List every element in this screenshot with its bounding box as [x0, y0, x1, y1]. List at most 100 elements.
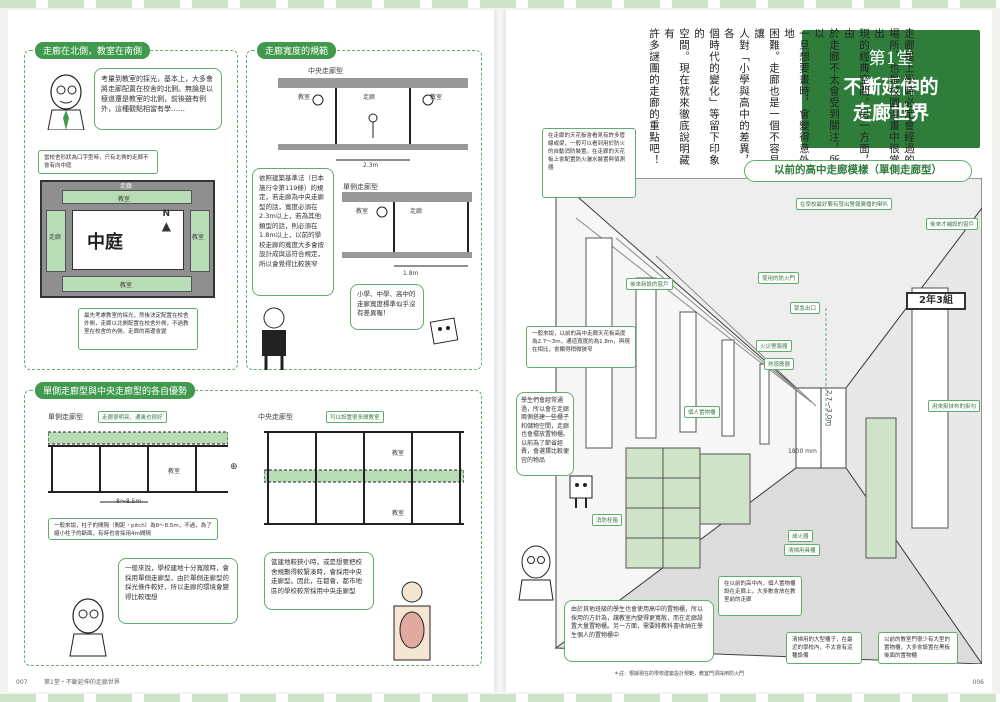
intro-line: 場所，也是校園漫畫中很常出 — [873, 28, 900, 166]
label-old-window: 後來新設的窗戶 — [626, 278, 673, 290]
label-fire-door: 使用的防火門 — [758, 272, 800, 284]
courtyard: 中庭 ▲ N — [72, 209, 184, 270]
note-past-lockers: 由於其他班級的學生也會使用高中的置物櫃，所以採用的方針為，讓教室內變得更寬敞，而… — [564, 600, 714, 662]
label-sensor: 火災警報器 — [756, 340, 792, 352]
note-building-law: 依照建築基準法（日本施行令第119條）的規定，若走廊為中央走廊型的話，寬度必須在… — [252, 168, 334, 296]
illustration-title: 以前的高中走廊模樣（單側走廊型） — [744, 160, 972, 182]
strip2-tag: 可以設置很多間教室 — [326, 411, 384, 423]
teacher-illustration — [47, 74, 85, 130]
page-number-left: 007 — [16, 679, 28, 686]
elev2-right-label: 走廊 — [410, 208, 423, 215]
elev2-left-label: 教室 — [356, 208, 369, 215]
north-mark: N — [162, 209, 170, 219]
strip1-width-label: 8～8.5m — [116, 498, 142, 505]
note-height: 一般來說，以前的高中走廊天花板高度為2.7～3m，通道寬度約為1.8m，與現在相… — [526, 326, 636, 368]
plan-classroom-label: 教室 — [118, 196, 131, 203]
west-rooms — [46, 210, 66, 272]
page-number-right: 006 — [972, 679, 984, 686]
elev2-width-label: 1.8m — [403, 270, 419, 277]
plan-room-right-label: 教室 — [192, 234, 205, 241]
label-heat-sensor: 熱感應器 — [764, 358, 795, 370]
intro-line: 於走廊不太會受到關注，所以 — [813, 28, 840, 166]
elev1-right-label: 教室 — [430, 94, 443, 101]
class-sign: 2年3組 — [906, 292, 966, 310]
strip2-title: 中央走廊型 — [258, 413, 293, 421]
chapter-title-line1: 不斷延伸的 — [843, 76, 939, 98]
label-cleaning-hook: 用來掛抹布的掛勾 — [928, 400, 981, 412]
chapter-number: 第1堂 — [868, 49, 914, 69]
single-corridor-section-drawing — [342, 192, 472, 267]
label-height-range: 2.7～3.0m — [825, 390, 833, 427]
central-corridor-plan-drawing — [264, 431, 464, 525]
left-page: 走廊在北側，教室在南側 考量到教室的採光，基本上，大多會將走廊配置在校舍的北側。… — [8, 10, 494, 692]
chapter-title: 不斷延伸的 走廊世界 — [802, 74, 980, 126]
label-extinguisher: 滅火器 — [788, 530, 813, 542]
strip1-tag: 走廊很明亮，通風也很好 — [98, 411, 167, 423]
note-bag-locker: 以前的教室門很少有大型的置物櫃，大多會設置在黑板後面的置物櫃 — [878, 632, 958, 664]
strip1-classroom-label: 教室 — [168, 468, 181, 475]
note-central-corridor: 當建地較狹小時，或是想要把校舍規劃得較緊湊時，會採用中央走廊型。因此，在都會，都… — [264, 552, 374, 610]
intro-line: 走廊是上學時必定會經過的 — [903, 28, 915, 166]
south-classrooms — [62, 276, 192, 292]
plan-room-bottom-label: 教室 — [120, 282, 133, 289]
elev1-middle-label: 走廊 — [363, 94, 376, 101]
single-corridor-plan-drawing — [48, 431, 228, 503]
strip2-classroom-bottom-label: 教室 — [392, 510, 405, 517]
note-column-pitch: 一般來說，柱子的間隔（間距・pitch）為8～8.5m，不過，為了縮小柱子的斷面… — [48, 518, 218, 540]
elev1-width-label: 2.3m — [363, 162, 379, 169]
section-corridor-width: 走廊寬度的規範 — [246, 42, 482, 370]
note-lockers: 在以前的高中內，個人置物櫃設在走廊上，大多數會放在教室前的走廊 — [718, 576, 802, 616]
chapter-title-line2: 走廊世界 — [852, 102, 929, 124]
courtyard-label: 中庭 — [87, 232, 123, 253]
anatomy-model-illustration — [393, 581, 431, 661]
note-ceiling: 在走廊的天花板會看見有許多管線或梁，一般可以看到用於防火的自動消防裝置。在走廊的… — [542, 128, 636, 198]
elev1-title: 中央走廊型 — [308, 67, 343, 75]
box-mascot-illustration-2 — [569, 475, 593, 508]
footer-left: 第1堂・不斷延伸的走廊世界 — [44, 679, 120, 686]
north-classrooms — [62, 190, 192, 204]
section-corridor-types: 單側走廊型與中央走廊型的各自優勢 — [24, 382, 482, 666]
plan-corridor-label: 走廊 — [120, 183, 133, 190]
bottom-decorative-stripe — [0, 694, 1000, 702]
strip1-title: 單側走廊型 — [48, 413, 83, 421]
note-north-corridor: 考量到教室的採光，基本上，大多會將走廊配置在校舍的北側。無論是以極道還是教室的北… — [94, 68, 222, 130]
book-gutter — [494, 10, 506, 692]
box-mascot-illustration — [429, 317, 459, 345]
label-width-range: 1800 mm — [788, 448, 817, 455]
school-plan-diagram: 走廊 教室 走廊 教室 中庭 ▲ N 教室 — [40, 180, 215, 298]
east-rooms — [190, 210, 210, 272]
label-coat-hook: 清掃用具櫃 — [784, 544, 820, 556]
section-north-corridor: 走廊在北側，教室在南側 — [24, 42, 238, 370]
intro-text: 走廊是上學時必定會經過的 場所，也是校園漫畫中很常出 現的經典空間。另一方面，由… — [646, 28, 916, 170]
intro-line: 一旦想要畫時，會變得意外地 — [783, 28, 810, 166]
note-single-corridor: 一般來說，學校建地十分寬敞時，會採用單側走廊型，由於單側走廊型的採光條件較好，所… — [118, 558, 238, 624]
elev1-left-label: 教室 — [298, 94, 311, 101]
note-cleaning-locker: 清掃用的大型櫃子，在最近的學校內，不太會有這種設備 — [786, 632, 862, 664]
student-illustration — [262, 307, 286, 370]
note-narrow: 小學、中學、高中的走廊寬度標準似乎沒有差異喔！ — [350, 284, 424, 330]
section-title: 走廊寬度的規範 — [257, 42, 337, 59]
footnote: ＊註：根據現在的學校建築設計規範，教室門須採用防火門 — [614, 671, 745, 677]
note-plan-bottom: 最先考慮教室的採光，然後決定配置在校舍外側，走廊以北側配置在校舍外側，不過教室在… — [78, 308, 198, 350]
intro-line: 空間。現在就來徹底說明藏有 — [663, 28, 690, 166]
label-locker-tag: 個人置物櫃 — [684, 406, 720, 418]
note-plan-top: 當校舍形狀為口字型時，只有北側的走廊不會有向中庭 — [38, 150, 158, 174]
top-decorative-stripe — [0, 0, 1000, 8]
label-emergency: 緊急出口 — [790, 302, 821, 314]
plan-west-label: 走廊 — [49, 234, 62, 241]
compass-icon: ⊕ — [230, 462, 238, 472]
label-fire-box: 消防栓箱 — [592, 514, 623, 526]
label-speaker: 在學校最好要有發出警報廣播的喇叭 — [796, 198, 893, 210]
central-corridor-section-drawing — [278, 78, 468, 161]
note-students: 學生們會經常通過，所以會在走廊兩側搭建一些櫃子和儲物空間，走廊也會擺放置物櫃。以… — [516, 392, 574, 476]
strip2-classroom-top-label: 教室 — [392, 450, 405, 457]
north-arrow-icon: ▲ — [161, 219, 171, 233]
label-window: 後來才補設的窗戶 — [926, 218, 979, 230]
section-title: 走廊在北側，教室在南側 — [35, 42, 151, 59]
intro-line: 現的經典空間。另一方面，由 — [843, 28, 870, 166]
intro-line: 困難。走廊也是一個不容易讓 — [753, 28, 780, 166]
intro-line: 個時代的變化」等留下印象的 — [693, 28, 720, 166]
intro-line: 許多謎團的走廊的重點吧！ — [648, 28, 660, 166]
right-page: 第1堂 不斷延伸的 走廊世界 走廊是上學時必定會經過的 場所，也是校園漫畫中很常… — [506, 10, 992, 692]
section-title: 單側走廊型與中央走廊型的各自優勢 — [35, 382, 196, 399]
